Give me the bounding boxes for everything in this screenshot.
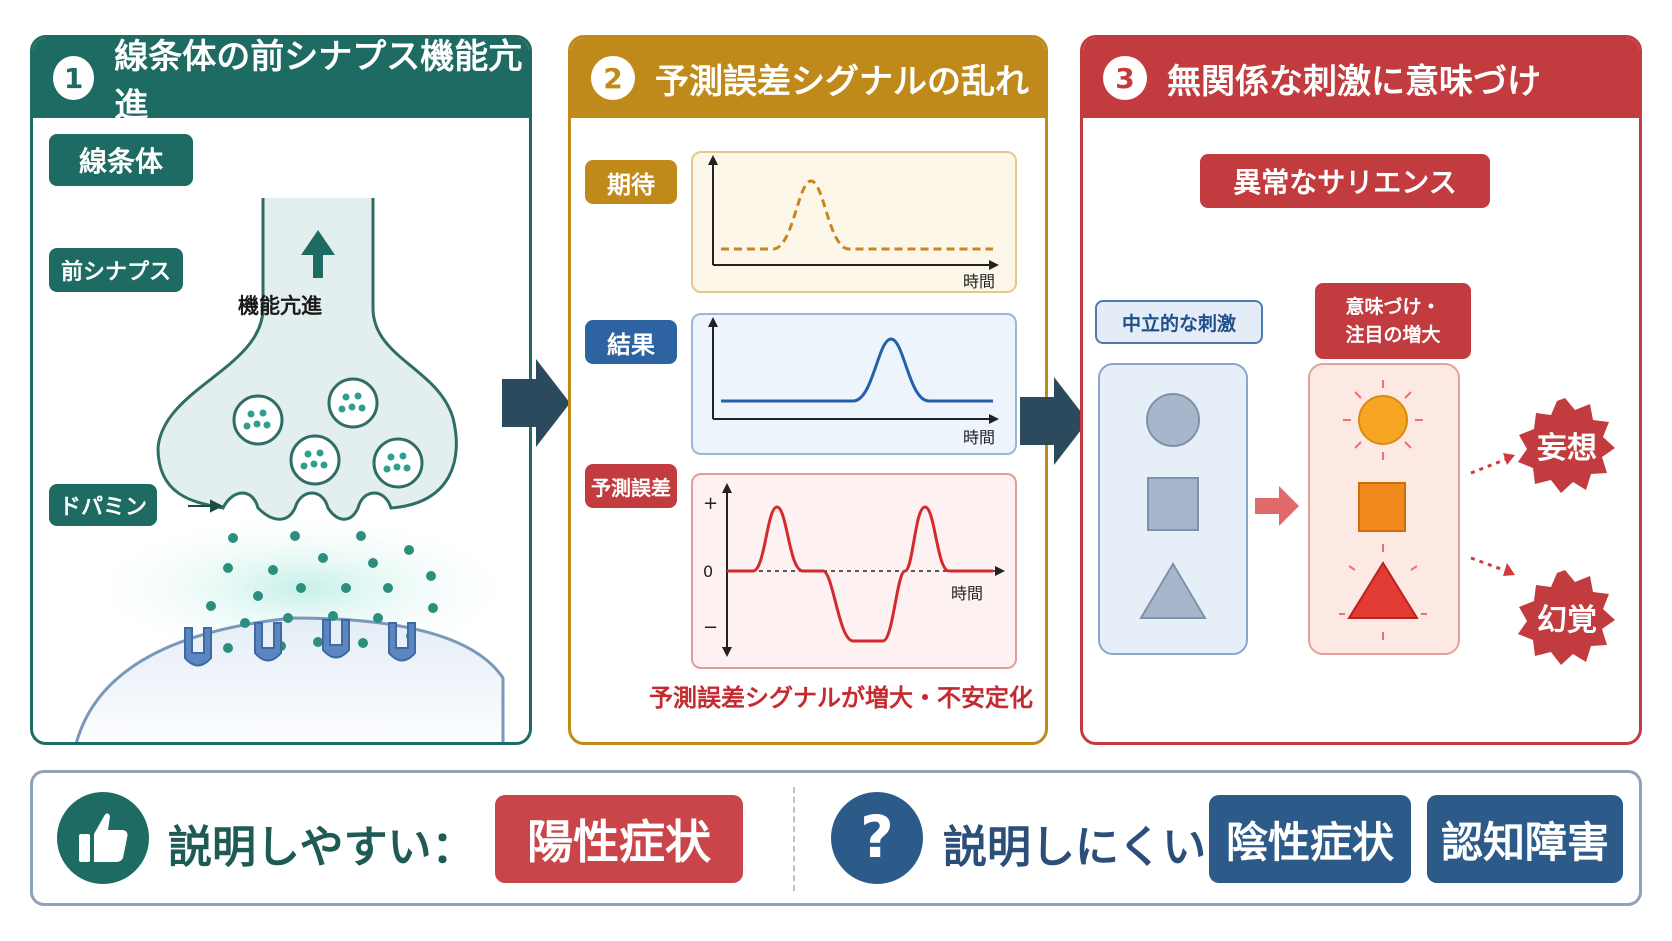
easy-to-explain-label: 説明しやすい： bbox=[168, 822, 476, 873]
neutral-circle bbox=[1146, 393, 1200, 447]
hallucination-label: 幻覚 bbox=[1537, 603, 1597, 638]
receptor bbox=[184, 619, 416, 667]
prediction-error-curve bbox=[727, 505, 993, 643]
right-arrow-icon bbox=[1020, 377, 1088, 465]
right-arrow-icon bbox=[1255, 486, 1299, 526]
step-number-badge: 1 bbox=[53, 56, 95, 100]
panel-3-header: 3 無関係な刺激に意味づけ bbox=[1083, 38, 1639, 118]
thumbs-up-icon bbox=[57, 792, 149, 884]
neutral-square bbox=[1147, 477, 1199, 531]
label-result: 結果 bbox=[585, 320, 677, 364]
step-number-badge: 2 bbox=[591, 56, 635, 100]
label-increased-meaning: 意味づけ・ 注目の増大 bbox=[1315, 283, 1471, 359]
label-presynapse: 前シナプス bbox=[49, 248, 183, 292]
panel-1-header: 1 線条体の前シナプス機能亢進 bbox=[33, 38, 529, 126]
salient-square bbox=[1358, 482, 1406, 532]
label-prediction-error: 予測誤差 bbox=[585, 464, 677, 508]
svg-text:?: ? bbox=[860, 803, 894, 871]
negative-symptoms-tag: 陰性症状 bbox=[1209, 795, 1411, 883]
plus-label: + bbox=[703, 493, 718, 514]
hard-to-explain-label: 説明しにくい： bbox=[943, 822, 1251, 873]
up-arrow-icon bbox=[301, 230, 335, 278]
dopamine-pointer bbox=[188, 499, 224, 513]
time-axis-label: 時間 bbox=[963, 428, 995, 447]
prediction-error-caption: 予測誤差シグナルが増大・不安定化 bbox=[649, 684, 1033, 712]
synapse-illustration bbox=[73, 198, 529, 742]
result-graph: 時間 bbox=[691, 313, 1017, 455]
presynaptic-terminal bbox=[156, 198, 458, 521]
panel-3-title: 無関係な刺激に意味づけ bbox=[1167, 61, 1541, 102]
panel-2-header: 2 予測誤差シグナルの乱れ bbox=[571, 38, 1045, 118]
question-icon: ? bbox=[831, 792, 923, 884]
divider bbox=[793, 787, 795, 891]
cognitive-impairment-tag: 認知障害 bbox=[1427, 795, 1623, 883]
label-hyperfunction: 機能亢進 bbox=[238, 294, 322, 318]
result-curve bbox=[721, 337, 993, 403]
right-arrow-icon bbox=[502, 359, 570, 447]
vesicle bbox=[232, 377, 424, 489]
time-axis-label: 時間 bbox=[951, 584, 983, 603]
panel-2-title: 予測誤差シグナルの乱れ bbox=[655, 61, 1029, 102]
label-neutral-stimulus: 中立的な刺激 bbox=[1095, 300, 1263, 344]
time-axis-label: 時間 bbox=[963, 272, 995, 291]
delusion-burst bbox=[1518, 398, 1615, 493]
summary-bar: 説明しやすい： 陽性症状 ? 説明しにくい： 陰性症状 認知障害 bbox=[30, 770, 1642, 906]
label-dopamine: ドパミン bbox=[49, 484, 157, 526]
step-number-badge: 3 bbox=[1103, 56, 1147, 100]
salient-triangle bbox=[1347, 561, 1419, 619]
neutral-triangle bbox=[1139, 562, 1207, 619]
expected-curve bbox=[721, 179, 993, 251]
expectation-graph: 時間 bbox=[691, 151, 1017, 293]
prediction-error-graph: + 0 − 時間 bbox=[691, 473, 1017, 669]
salience-illustration: 妄想 幻覚 bbox=[1098, 363, 1615, 665]
zero-label: 0 bbox=[703, 562, 713, 581]
dopamine-molecules bbox=[206, 531, 438, 653]
hallucination-burst bbox=[1518, 570, 1615, 665]
aberrant-salience-banner: 異常なサリエンス bbox=[1200, 154, 1490, 208]
label-striatum: 線条体 bbox=[49, 134, 193, 186]
panel-prediction-error: 2 予測誤差シグナルの乱れ 期待 時間 結果 時間 予測誤差 bbox=[568, 35, 1048, 745]
positive-symptoms-tag: 陽性症状 bbox=[495, 795, 743, 883]
panel-striatum: 1 線条体の前シナプス機能亢進 bbox=[30, 35, 532, 745]
panel-1-title: 線条体の前シナプス機能亢進 bbox=[114, 37, 523, 126]
minus-label: − bbox=[703, 617, 718, 638]
salience-rays bbox=[1339, 380, 1427, 640]
delusion-label: 妄想 bbox=[1537, 431, 1597, 466]
salient-circle bbox=[1358, 395, 1408, 445]
label-expectation: 期待 bbox=[585, 160, 677, 204]
panel-aberrant-salience: 3 無関係な刺激に意味づけ 異常なサリエンス 中立的な刺激 意味づけ・ 注目の増… bbox=[1080, 35, 1642, 745]
